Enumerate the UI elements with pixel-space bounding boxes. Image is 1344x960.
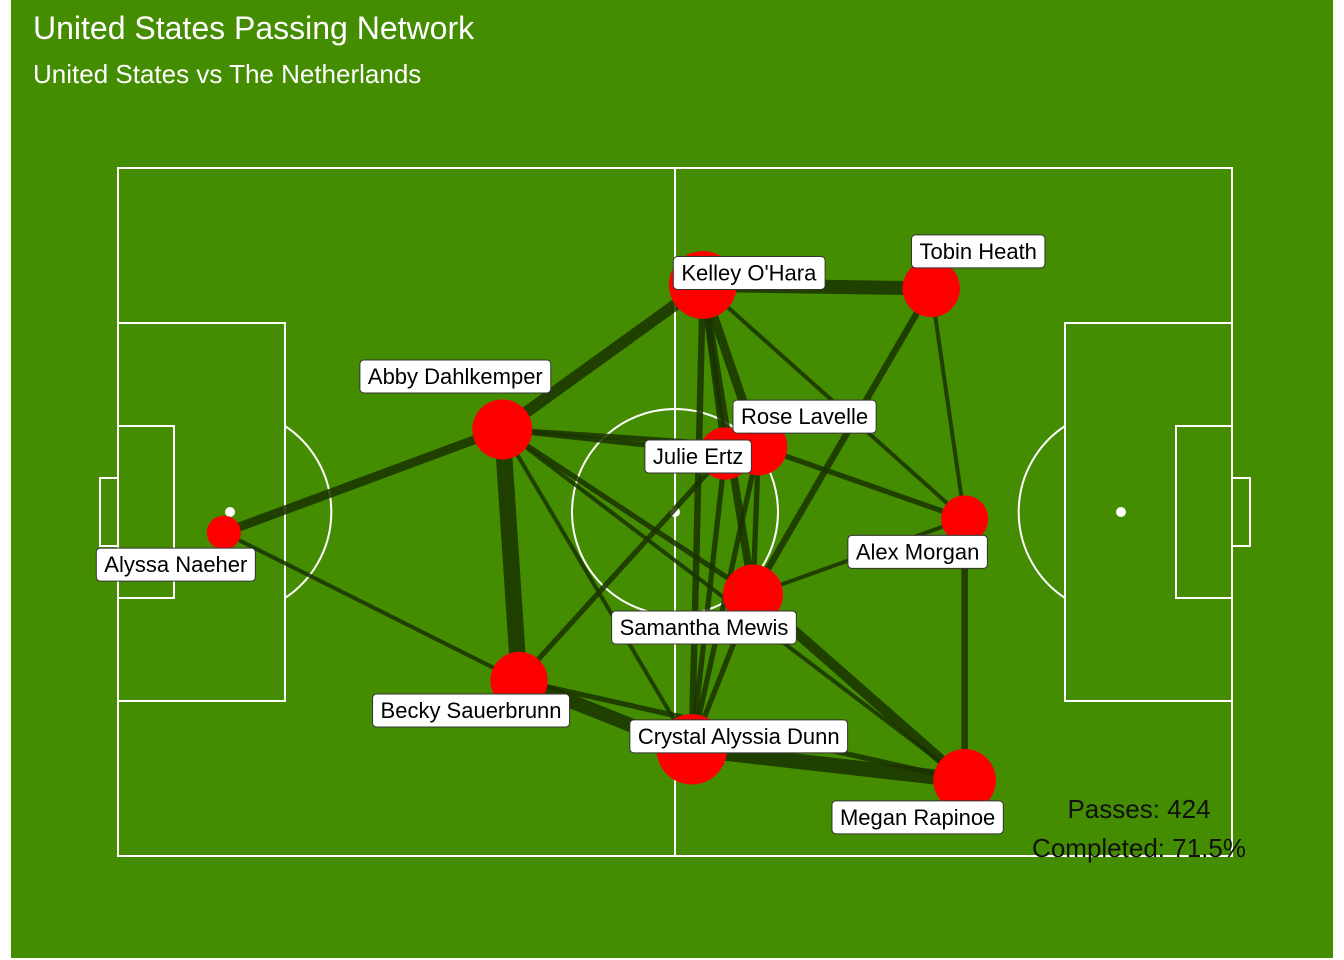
- label-box: [644, 439, 752, 474]
- label-box: [359, 359, 552, 394]
- pass-edge-tobin-heath-to-alex-morgan: [929, 288, 967, 520]
- player-name: Becky Sauerbrunn: [381, 698, 562, 723]
- left-penalty-spot: [225, 507, 235, 517]
- player-nodes: [206, 251, 996, 812]
- player-node-megan-rapinoe: [933, 749, 996, 812]
- left-goal: [99, 477, 119, 547]
- player-label-abby-dahlkemper: Abby Dahlkemper: [359, 359, 552, 394]
- right-goal-area: [1175, 425, 1233, 599]
- chart-subtitle: United States vs The Netherlands: [33, 59, 422, 89]
- player-node-alyssa-naeher: [206, 515, 241, 550]
- label-box: [831, 800, 1004, 835]
- player-label-megan-rapinoe: Megan Rapinoe: [831, 800, 1004, 835]
- pass-edge-julie-ertz-to-crystal-alyssia-dunn: [689, 453, 728, 750]
- pass-edge-tobin-heath-to-samantha-mewis: [750, 286, 935, 597]
- player-label-julie-ertz: Julie Ertz: [644, 439, 752, 474]
- player-label-samantha-mewis: Samantha Mewis: [611, 610, 797, 645]
- pass-edge-becky-sauerbrunn-to-julie-ertz: [517, 451, 728, 683]
- label-box: [911, 234, 1046, 269]
- player-node-alex-morgan: [941, 495, 989, 543]
- player-name: Julie Ertz: [653, 444, 743, 469]
- left-penalty-area: [117, 322, 286, 702]
- pass-edge-crystal-alyssia-dunn-to-megan-rapinoe: [690, 741, 966, 788]
- player-name: Samantha Mewis: [620, 615, 789, 640]
- player-node-tobin-heath: [902, 259, 960, 318]
- label-box: [732, 399, 877, 434]
- pass-edge-kelley-o-hara-to-crystal-alyssia-dunn: [688, 284, 707, 750]
- label-box: [672, 255, 826, 290]
- pass-edge-alyssa-naeher-to-becky-sauerbrunn: [222, 530, 520, 683]
- player-label-alex-morgan: Alex Morgan: [847, 534, 988, 569]
- player-name: Alex Morgan: [856, 539, 980, 564]
- pass-edges: [222, 277, 969, 788]
- player-label-tobin-heath: Tobin Heath: [911, 234, 1046, 269]
- chart-background: [11, 0, 1333, 958]
- label-box: [847, 534, 988, 569]
- right-penalty-arc: [1017, 425, 1066, 599]
- player-name: Alyssa Naeher: [104, 552, 247, 577]
- pass-edge-abby-dahlkemper-to-becky-sauerbrunn: [494, 428, 528, 682]
- left-penalty-arc: [284, 425, 333, 599]
- player-name: Kelley O'Hara: [681, 260, 817, 285]
- player-name: Crystal Alyssia Dunn: [638, 724, 840, 749]
- player-label-kelley-o-hara: Kelley O'Hara: [672, 255, 826, 290]
- player-label-rose-lavelle: Rose Lavelle: [732, 399, 877, 434]
- passes-stat: Passes: 424: [1067, 794, 1210, 824]
- pass-edge-alyssa-naeher-to-abby-dahlkemper: [222, 425, 504, 537]
- label-box: [95, 547, 256, 582]
- completed-stat: Completed: 71.5%: [1032, 833, 1246, 863]
- pass-edge-abby-dahlkemper-to-kelley-o-hara: [498, 280, 707, 435]
- chart-title: United States Passing Network: [33, 10, 475, 46]
- pass-edge-abby-dahlkemper-to-crystal-alyssia-dunn: [500, 428, 694, 751]
- player-label-alyssa-naeher: Alyssa Naeher: [95, 547, 256, 582]
- player-node-samantha-mewis: [722, 564, 783, 625]
- player-name: Abby Dahlkemper: [368, 364, 543, 389]
- right-penalty-area: [1064, 322, 1233, 702]
- label-box: [629, 719, 849, 754]
- player-label-crystal-alyssia-dunn: Crystal Alyssia Dunn: [629, 719, 849, 754]
- label-box: [611, 610, 797, 645]
- player-name: Tobin Heath: [920, 239, 1037, 264]
- label-box: [372, 693, 571, 728]
- player-name: Megan Rapinoe: [840, 805, 995, 830]
- right-penalty-spot: [1116, 507, 1126, 517]
- pass-edge-rose-lavelle-to-alex-morgan: [757, 444, 966, 522]
- match-stats: Passes: 424 Completed: 71.5%: [1032, 794, 1246, 863]
- right-goal: [1231, 477, 1251, 547]
- player-node-abby-dahlkemper: [472, 399, 533, 460]
- player-label-becky-sauerbrunn: Becky Sauerbrunn: [372, 693, 571, 728]
- player-name: Rose Lavelle: [741, 404, 868, 429]
